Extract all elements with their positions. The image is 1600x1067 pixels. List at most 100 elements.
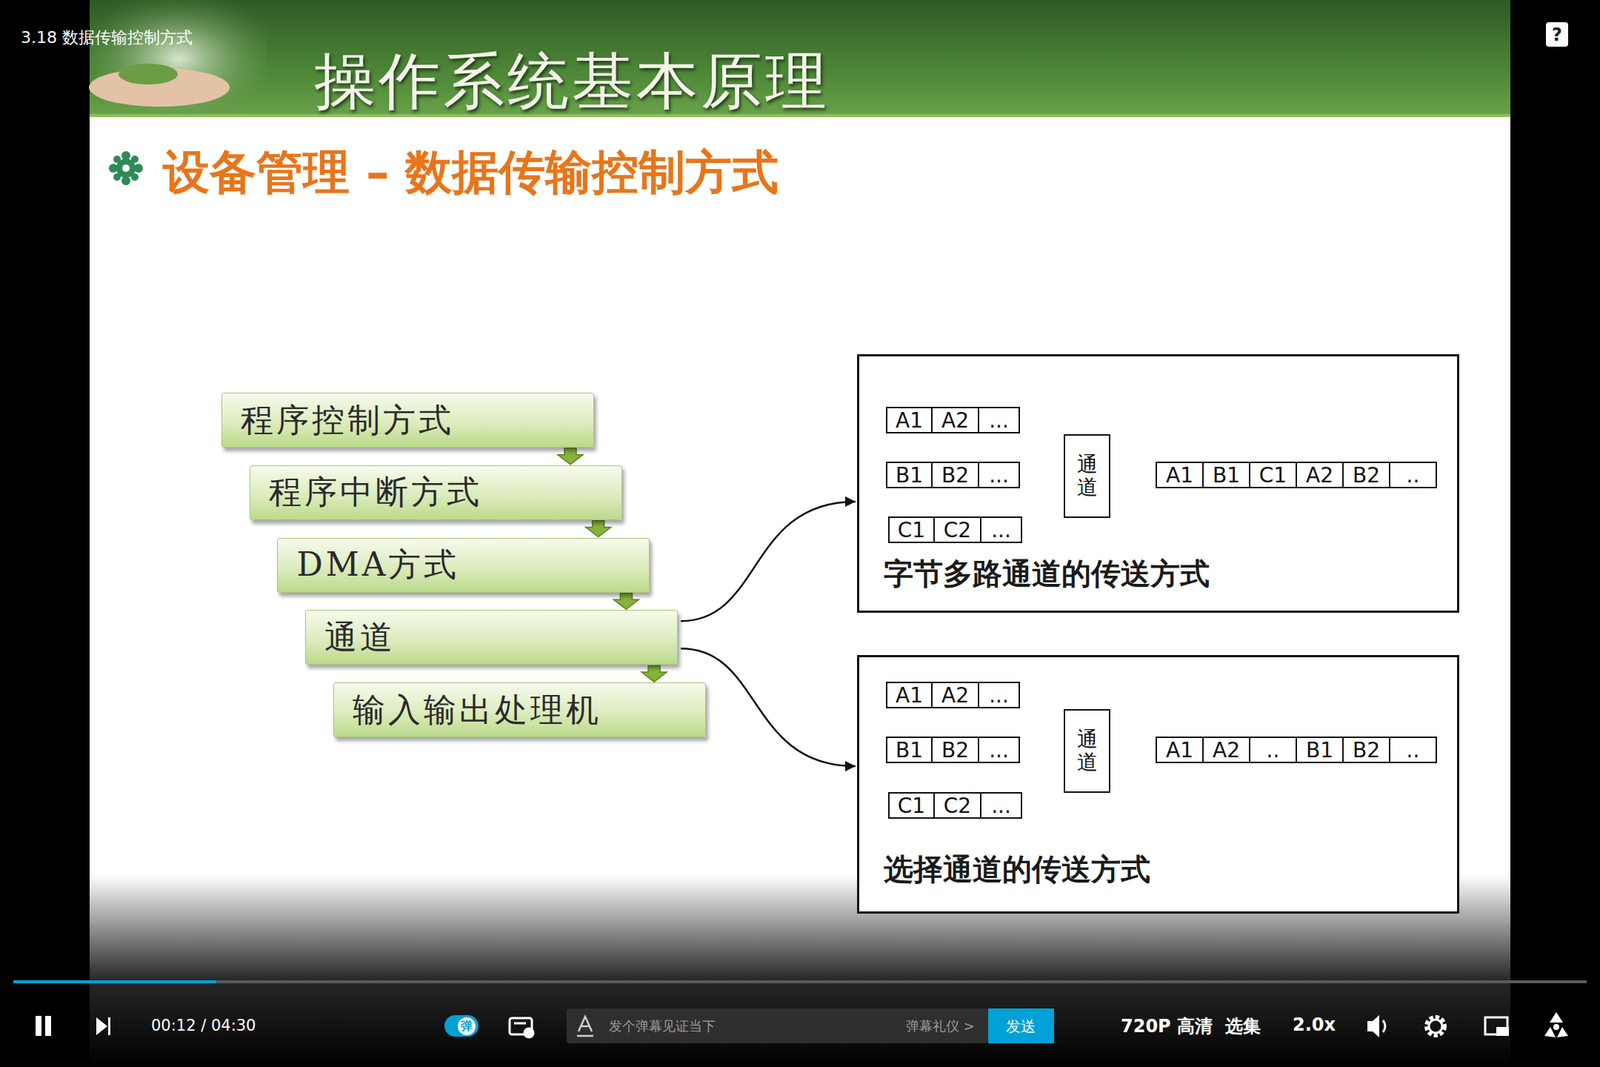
slide-heading: 设备管理 – 数据传输控制方式 [162,140,779,205]
method-label: 程序中断方式 [268,470,483,515]
data-cell: ... [980,516,1023,543]
flow-curve [680,648,856,766]
data-cell: .. [1388,736,1438,763]
data-cell: ... [977,736,1020,763]
pip-icon [1485,1017,1509,1036]
cell-label: .. [1406,462,1420,488]
font-icon [577,1016,594,1036]
step-arrow [585,520,612,538]
data-cell: .. [1248,736,1298,763]
cell-label: B2 [1352,462,1380,488]
cell-label: ... [988,462,1009,488]
data-cell: A1 [885,406,933,434]
data-cell: C1 [1248,461,1298,489]
cell-label: B1 [895,462,923,488]
cell-label: B1 [1212,462,1240,488]
danmaku-settings-icon [509,1017,534,1038]
channel-label: 通道 [1077,453,1098,500]
data-cell: B2 [1342,736,1391,763]
panel-caption: 字节多路通道的传送方式 [883,553,1458,595]
data-cell: B2 [931,461,980,489]
data-cell: A1 [885,681,933,709]
method-box: 输入输出处理机 [333,682,706,738]
cell-label: ... [988,737,1009,763]
data-cell: B1 [1202,461,1251,489]
data-cell: A1 [1155,736,1204,763]
speed-button: 2.0x [1292,1014,1336,1035]
cell-label: C1 [897,517,926,543]
sprout-shape [118,63,178,85]
data-cell: C1 [888,516,935,543]
data-cell: B1 [885,736,933,763]
step-arrow [613,593,639,610]
video-title: 3.18 数据传输控制方式 [20,26,193,49]
method-box: DMA方式 [277,537,650,593]
cell-label: ... [991,793,1012,818]
etiquette-link: 弹幕礼仪 > [905,1017,975,1035]
input-placeholder: 发个弹幕见证当下 [608,1017,716,1035]
channel-label: 通道 [1077,728,1098,775]
cell-label: A2 [1212,737,1240,763]
data-cell: ... [980,791,1023,819]
cell-label: B2 [1352,737,1380,763]
danmaku-input [566,1008,989,1043]
cell-label: .. [1266,737,1280,763]
cell-label: B1 [895,737,923,763]
cell-label: ... [988,682,1009,708]
header-photo [89,0,268,118]
cell-label: B1 [1305,737,1334,763]
channel-box: 通道 [1063,708,1111,793]
cell-label: A1 [1165,737,1194,763]
data-cell: A2 [1202,736,1251,763]
help-mark: ? [1551,24,1563,46]
cell-label: C2 [943,517,972,543]
step-arrow [641,665,667,682]
data-cell: A2 [1295,461,1344,489]
step-arrow [557,448,583,465]
transfer-panel: 字节多路通道的传送方式A1A2...B1B2...C1C2...通道A1B1C1… [857,354,1460,613]
cell-label: A1 [1165,462,1194,488]
cell-label: A2 [941,408,969,433]
cell-label: A1 [895,408,923,433]
data-cell: ... [977,461,1020,489]
method-box: 通道 [305,609,678,665]
method-label: 通道 [324,615,396,660]
data-cell: ... [977,406,1020,434]
data-cell: B2 [931,736,980,763]
method-label: DMA方式 [296,542,460,587]
channel-box: 通道 [1063,434,1111,518]
method-box: 程序控制方式 [221,392,595,448]
course-title: 操作系统基本原理 [314,40,830,124]
panel-caption: 选择通道的传送方式 [883,848,1458,890]
data-cell: C2 [933,791,982,819]
data-cell: A1 [1155,461,1204,489]
pause-icon [35,1015,52,1036]
episodes-button: 选集 [1225,1014,1261,1038]
cell-label: B2 [941,462,969,488]
data-cell: C2 [933,516,982,543]
cell-label: C2 [943,793,972,818]
play-time: 00:12 / 04:30 [151,1016,256,1035]
data-cell: B2 [1342,461,1391,489]
send-text: 发送 [1005,1016,1036,1037]
cell-label: A1 [895,682,923,708]
data-cell: ... [977,681,1020,709]
cell-label: ... [991,517,1012,543]
bullet-icon [108,151,143,186]
cell-label: C1 [897,793,926,818]
toggle-glyph: 弹 [460,1018,473,1035]
quality-button: 720P 高清 [1120,1014,1213,1038]
next-icon [96,1017,111,1035]
cell-label: A2 [1305,462,1334,488]
flow-curve [680,501,856,621]
cell-label: B2 [941,737,969,763]
settings-icon [1426,1017,1445,1035]
progress-played [13,980,217,983]
send-button [988,1008,1055,1043]
method-label: 输入输出处理机 [352,688,602,732]
danmaku-toggle [444,1014,479,1037]
data-cell: A2 [931,406,980,434]
transfer-panel: 选择通道的传送方式A1A2...B1B2...C1C2...通道A1A2..B1… [857,654,1460,914]
toggle-knob [457,1017,476,1035]
